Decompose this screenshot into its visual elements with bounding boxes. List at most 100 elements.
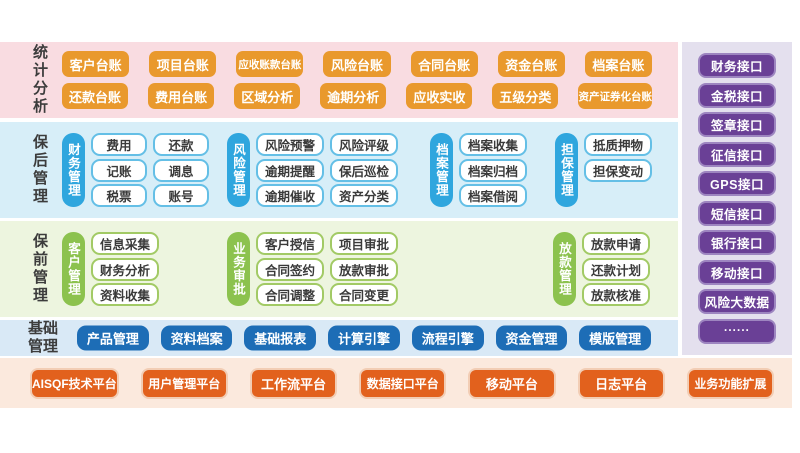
base-module-button[interactable]: 基础报表 <box>244 325 317 351</box>
platform-button[interactable]: AISQF技术平台 <box>30 367 119 399</box>
interface-button[interactable]: 签章接口 <box>698 112 776 138</box>
function-button[interactable]: 合同调整 <box>256 283 324 306</box>
function-button[interactable]: 风险评级 <box>330 133 398 156</box>
group-pill[interactable]: 客户管理 <box>62 232 85 306</box>
interface-button[interactable]: ······ <box>698 318 776 344</box>
section-base-management: 基础 管理 产品管理资料档案基础报表计算引擎流程引擎资金管理模版管理 <box>0 320 678 356</box>
ledger-button[interactable]: 五级分类 <box>492 83 559 109</box>
base-module-button[interactable]: 模版管理 <box>579 325 652 351</box>
interface-button[interactable]: 财务接口 <box>698 53 776 79</box>
function-button[interactable]: 放款申请 <box>582 232 650 255</box>
function-button[interactable]: 逾期提醒 <box>256 158 324 182</box>
function-button[interactable]: 逾期催收 <box>256 184 324 207</box>
function-button[interactable]: 档案借阅 <box>459 184 527 207</box>
function-button[interactable]: 客户授信 <box>256 232 324 255</box>
section-label-pre-loan: 保前管理 <box>31 233 48 305</box>
section-post-loan-management: 保后管理 财务管理 费用还款记账调息税票账号 风险管理 风险预警风险评级逾期提醒… <box>0 122 678 218</box>
ledger-button[interactable]: 资产证券化台账 <box>578 83 652 109</box>
function-group: 业务审批 客户授信项目审批合同签约放款审批合同调整合同变更 <box>227 232 398 306</box>
function-button[interactable]: 资产分类 <box>330 184 398 207</box>
function-button[interactable]: 放款审批 <box>330 257 398 281</box>
function-button[interactable]: 费用 <box>91 133 147 156</box>
group-items: 风险预警风险评级逾期提醒保后巡检逾期催收资产分类 <box>256 133 398 207</box>
interface-button[interactable]: 移动接口 <box>698 259 776 285</box>
ledger-button[interactable]: 项目台账 <box>149 51 217 77</box>
function-button[interactable]: 项目审批 <box>330 232 398 255</box>
ledger-button[interactable]: 合同台账 <box>410 51 478 77</box>
ledger-button[interactable]: 还款台账 <box>62 83 129 109</box>
function-button[interactable]: 记账 <box>91 158 147 182</box>
function-group: 财务管理 费用还款记账调息税票账号 <box>62 133 209 207</box>
group-pill[interactable]: 业务审批 <box>227 232 250 306</box>
interface-button[interactable]: 金税接口 <box>698 82 776 108</box>
function-button[interactable]: 档案收集 <box>459 133 527 156</box>
ledger-button[interactable]: 档案台账 <box>584 51 652 77</box>
platform-button[interactable]: 工作流平台 <box>249 367 338 399</box>
interface-button[interactable]: 短信接口 <box>698 200 776 226</box>
interface-button[interactable]: 征信接口 <box>698 141 776 167</box>
base-module-button[interactable]: 资金管理 <box>495 325 568 351</box>
platform-button[interactable]: 日志平台 <box>577 367 665 399</box>
platform-button[interactable]: 数据接口平台 <box>359 367 447 399</box>
base-buttons: 产品管理资料档案基础报表计算引擎流程引擎资金管理模版管理 <box>77 325 652 351</box>
function-group: 担保管理 抵质押物担保变动 <box>555 133 652 207</box>
group-items: 抵质押物担保变动 <box>584 133 652 207</box>
group-pill[interactable]: 担保管理 <box>555 133 578 207</box>
pre-loan-groups: 客户管理 信息采集财务分析资料收集 业务审批 客户授信项目审批合同签约放款审批合… <box>0 221 678 317</box>
function-button[interactable]: 还款计划 <box>582 257 650 281</box>
group-items: 档案收集档案归档档案借阅 <box>459 133 527 207</box>
platform-button[interactable]: 业务功能扩展 <box>686 367 774 399</box>
base-label-line1: 基础 <box>28 320 59 337</box>
group-pill[interactable]: 财务管理 <box>62 133 85 207</box>
function-button[interactable]: 资料收集 <box>91 283 159 306</box>
group-pill[interactable]: 风险管理 <box>227 133 250 207</box>
function-button[interactable]: 合同签约 <box>256 257 324 281</box>
statistics-button-rows: 客户台账项目台账应收账款台账风险台账合同台账资金台账档案台账 还款台账费用台账区… <box>62 51 652 109</box>
function-button[interactable]: 风险预警 <box>256 133 324 156</box>
ledger-button[interactable]: 应收实收 <box>406 83 473 109</box>
section-label-base-management: 基础 管理 <box>28 320 58 356</box>
group-items: 信息采集财务分析资料收集 <box>91 232 159 306</box>
ledger-button[interactable]: 费用台账 <box>148 83 215 109</box>
function-group: 风险管理 风险预警风险评级逾期提醒保后巡检逾期催收资产分类 <box>227 133 398 207</box>
base-module-button[interactable]: 计算引擎 <box>328 325 400 351</box>
post-loan-groups: 财务管理 费用还款记账调息税票账号 风险管理 风险预警风险评级逾期提醒保后巡检逾… <box>0 122 678 218</box>
base-module-button[interactable]: 资料档案 <box>160 325 233 351</box>
function-button[interactable]: 抵质押物 <box>584 133 652 156</box>
ledger-button[interactable]: 应收账款台账 <box>236 51 304 77</box>
function-button[interactable]: 档案归档 <box>459 158 527 182</box>
group-pill[interactable]: 放款管理 <box>553 232 576 306</box>
function-button[interactable]: 财务分析 <box>91 257 159 281</box>
ledger-button[interactable]: 区域分析 <box>234 83 301 109</box>
base-module-button[interactable]: 产品管理 <box>77 325 149 351</box>
interface-button[interactable]: 风险大数据 <box>698 289 776 315</box>
platform-button[interactable]: 移动平台 <box>468 367 556 399</box>
function-button[interactable]: 调息 <box>153 158 209 182</box>
function-button[interactable]: 账号 <box>153 184 209 207</box>
statistics-row-1: 客户台账项目台账应收账款台账风险台账合同台账资金台账档案台账 <box>62 51 652 77</box>
base-module-button[interactable]: 流程引擎 <box>411 325 484 351</box>
function-button[interactable]: 还款 <box>153 133 209 156</box>
base-label-line2: 管理 <box>28 338 59 355</box>
function-group: 客户管理 信息采集财务分析资料收集 <box>62 232 159 306</box>
ledger-button[interactable]: 逾期分析 <box>320 83 387 109</box>
function-button[interactable]: 担保变动 <box>584 158 652 182</box>
platform-button[interactable]: 用户管理平台 <box>140 367 228 399</box>
function-button[interactable]: 合同变更 <box>330 283 398 306</box>
ledger-button[interactable]: 资金台账 <box>497 51 565 77</box>
interface-button[interactable]: GPS接口 <box>698 171 776 197</box>
section-statistical-analysis: 统计分析 客户台账项目台账应收账款台账风险台账合同台账资金台账档案台账 还款台账… <box>0 42 678 118</box>
group-pill[interactable]: 档案管理 <box>430 133 453 207</box>
function-button[interactable]: 信息采集 <box>91 232 159 255</box>
function-button[interactable]: 保后巡检 <box>330 158 398 182</box>
function-button[interactable]: 放款核准 <box>582 283 650 306</box>
function-group: 档案管理 档案收集档案归档档案借阅 <box>430 133 527 207</box>
section-label-statistical-analysis: 统计分析 <box>31 44 48 116</box>
ledger-button[interactable]: 风险台账 <box>323 51 391 77</box>
section-label-post-loan: 保后管理 <box>31 134 48 206</box>
statistics-row-2: 还款台账费用台账区域分析逾期分析应收实收五级分类资产证券化台账 <box>62 83 652 109</box>
function-button[interactable]: 税票 <box>91 184 147 207</box>
ledger-button[interactable]: 客户台账 <box>62 51 130 77</box>
interface-button[interactable]: 银行接口 <box>698 230 776 256</box>
